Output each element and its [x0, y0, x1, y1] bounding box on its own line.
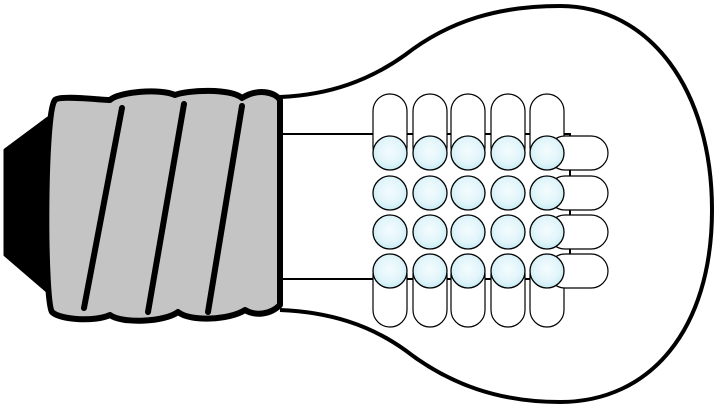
- led: [450, 214, 486, 250]
- led: [529, 135, 565, 171]
- led: [372, 214, 408, 250]
- led: [450, 253, 486, 289]
- led-grid: [372, 135, 565, 289]
- led: [529, 175, 565, 211]
- led: [372, 253, 408, 289]
- screw-base: [43, 87, 283, 324]
- led: [490, 253, 526, 289]
- led: [529, 214, 565, 250]
- led: [490, 135, 526, 171]
- led: [412, 135, 448, 171]
- led: [529, 253, 565, 289]
- thread-line: [81, 105, 125, 311]
- thread-line: [145, 101, 187, 315]
- contact-tip: [3, 116, 50, 294]
- led: [412, 214, 448, 250]
- led: [372, 175, 408, 211]
- led: [412, 175, 448, 211]
- led: [450, 135, 486, 171]
- led-horizontal-capsules: [547, 135, 609, 289]
- led: [372, 135, 408, 171]
- thread-line: [205, 103, 245, 315]
- led: [490, 175, 526, 211]
- thread-lines: [81, 101, 245, 315]
- led: [412, 253, 448, 289]
- led: [490, 214, 526, 250]
- led: [450, 175, 486, 211]
